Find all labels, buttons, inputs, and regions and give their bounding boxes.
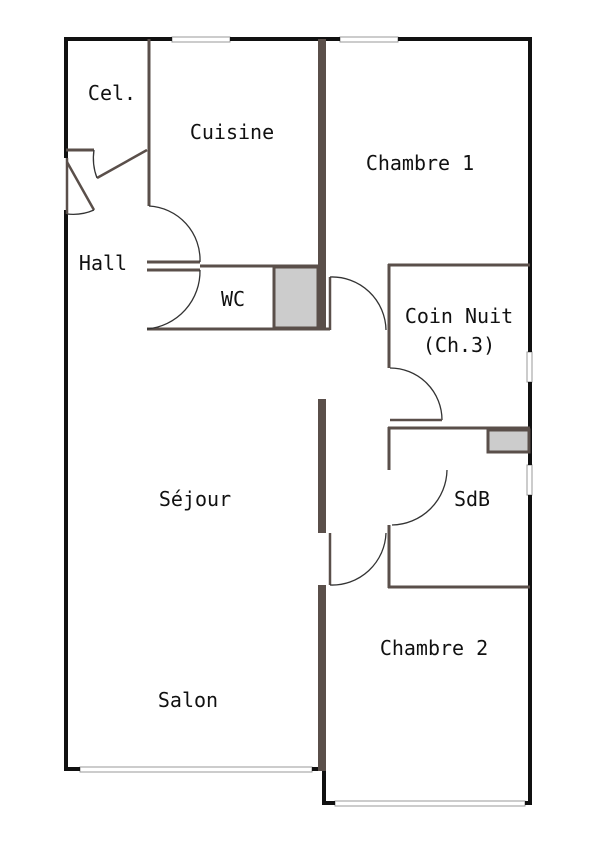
chambre-1-door	[328, 276, 387, 331]
window-chambre-2	[334, 800, 526, 807]
label-coin-nuit-sub: (Ch.3)	[423, 333, 495, 357]
label-cellier: Cel.	[88, 81, 136, 105]
label-chambre-1: Chambre 1	[366, 151, 474, 175]
cellier-door	[92, 148, 148, 180]
exterior-walls	[64, 37, 532, 805]
kitchen-door	[148, 205, 201, 263]
doors	[65, 148, 448, 586]
window-salon	[79, 766, 313, 773]
window-sdb	[526, 464, 533, 496]
label-sdb: SdB	[454, 487, 490, 511]
label-hall: Hall	[79, 251, 127, 275]
shaft-sdb	[486, 428, 531, 454]
shaft-wc	[272, 265, 320, 330]
window-coin-nuit	[526, 351, 533, 383]
entrance-door	[65, 158, 96, 216]
interior-walls	[66, 39, 530, 771]
label-wc: WC	[221, 287, 245, 311]
wc-door	[146, 269, 201, 330]
window-cuisine	[171, 36, 231, 43]
chambre-2-door	[328, 532, 387, 586]
label-chambre-2: Chambre 2	[380, 636, 488, 660]
coin-nuit-door	[389, 367, 443, 422]
label-cuisine: Cuisine	[190, 120, 274, 144]
sdb-door	[391, 469, 448, 526]
label-coin-nuit: Coin Nuit	[405, 304, 513, 328]
shafts	[272, 265, 531, 454]
room-labels: Cel. Cuisine Chambre 1 Hall WC Coin Nuit…	[79, 81, 513, 712]
label-salon: Salon	[158, 688, 218, 712]
window-chambre-1	[339, 36, 399, 43]
label-sejour: Séjour	[159, 487, 231, 511]
